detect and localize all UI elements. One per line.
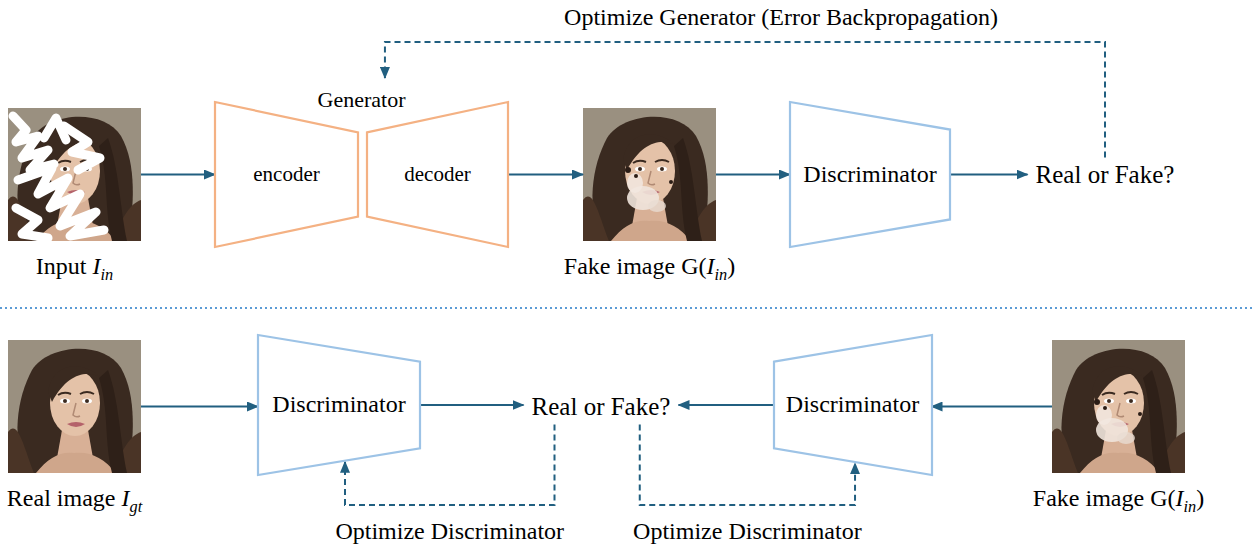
fake-image: Fake image G(Iin) — [1052, 340, 1185, 473]
node-label: encoder — [253, 162, 319, 186]
trapezoid-shape — [774, 335, 932, 475]
fake-image: Fake image G(Iin) — [583, 108, 716, 241]
flow-arrow — [141, 406, 258, 408]
discriminator-block: Discriminator — [790, 102, 950, 247]
discriminator-block: Discriminator — [774, 335, 932, 475]
real-photo — [8, 340, 141, 473]
verdict-label: Real or Fake? — [1028, 158, 1183, 193]
flow-arrow — [420, 404, 524, 406]
fake-photo — [1052, 340, 1185, 473]
image-caption: Input Iin — [36, 253, 113, 281]
image-caption: Fake image G(Iin) — [1033, 485, 1204, 513]
trapezoid-shape — [367, 102, 508, 247]
flow-arrow — [679, 404, 774, 406]
flow-arrow — [141, 174, 215, 176]
real-image: Real image Igt — [8, 340, 141, 473]
node-label: Discriminator — [786, 391, 919, 419]
flow-arrow — [950, 174, 1028, 176]
node-label: decoder — [404, 162, 470, 186]
edge-label: Optimize Discriminator — [630, 518, 865, 546]
label-anchor: Optimize Discriminator — [630, 518, 865, 546]
decoder-block: decoder — [367, 102, 508, 247]
image-caption: Real image Igt — [7, 485, 142, 513]
flow-arrow — [932, 406, 1053, 408]
verdict-label: Real or Fake? — [524, 390, 679, 425]
flow-arrow — [716, 174, 790, 176]
trapezoid-shape — [215, 102, 358, 247]
label-anchor: Optimize Discriminator — [332, 518, 567, 546]
node-label: Generator — [318, 87, 406, 112]
generator-group: Generator encoder decoder — [215, 78, 508, 247]
encoder-block: encoder — [215, 102, 358, 247]
input-photo — [8, 108, 141, 241]
image-caption: Fake image G(Iin) — [564, 253, 735, 281]
edge-label: Optimize Generator (Error Backpropagatio… — [561, 4, 1001, 32]
label-anchor: Optimize Generator (Error Backpropagatio… — [561, 4, 1001, 32]
node-label: Discriminator — [272, 391, 405, 419]
node-label: Real or Fake? — [532, 393, 671, 422]
trapezoid-shape — [790, 102, 950, 247]
input-image: Input Iin — [8, 108, 141, 241]
node-label: Real or Fake? — [1036, 161, 1175, 190]
discriminator-block: Discriminator — [258, 335, 420, 475]
flow-arrow — [508, 174, 583, 176]
fake-photo — [583, 108, 716, 241]
edge-group — [141, 42, 1105, 505]
node-label: Discriminator — [803, 161, 936, 189]
edge-label: Optimize Discriminator — [332, 518, 567, 546]
trapezoid-shape — [258, 335, 420, 475]
section-divider — [0, 307, 1255, 309]
